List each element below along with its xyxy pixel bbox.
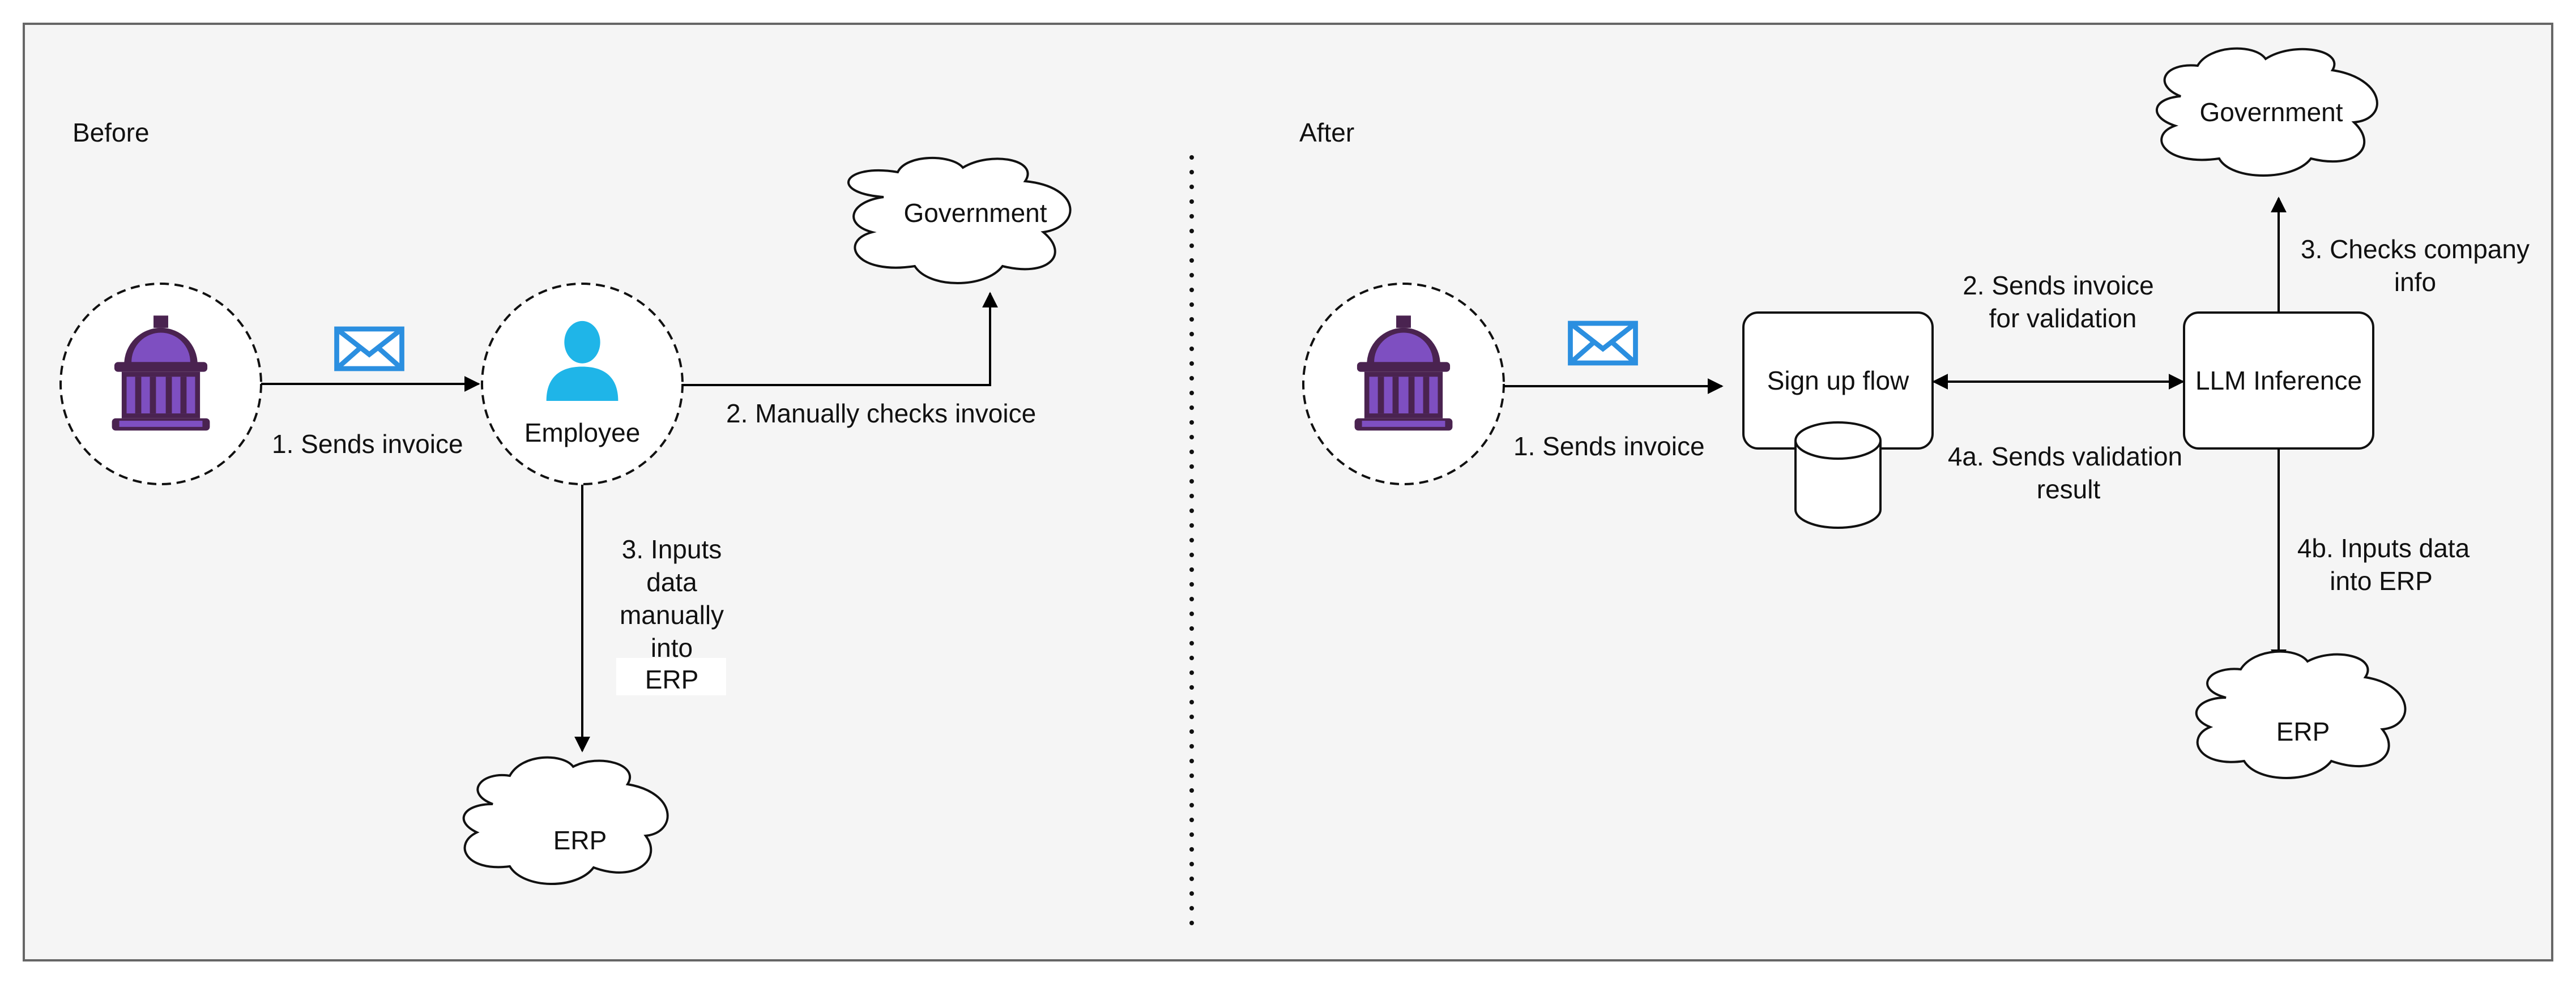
database-cylinder-top [1794, 421, 1882, 470]
before-section-title: Before [72, 118, 150, 147]
after-result-line-2: result [2037, 475, 2101, 504]
after-checks-line-1: 3. Checks company [2301, 234, 2530, 264]
after-erp-line-1: 4b. Inputs data [2297, 533, 2470, 563]
after-government-label: Government [2199, 97, 2343, 127]
before-inputs-line-1: 3. Inputs [622, 535, 722, 564]
after-sends-invoice-label: 1. Sends invoice [1513, 431, 1705, 461]
after-section-title: After [1299, 118, 1354, 147]
signup-flow-label: Sign up flow [1767, 366, 1909, 395]
before-employee-node: Employee [481, 283, 684, 485]
before-edge-manually-checks [683, 292, 998, 386]
after-company-node [1302, 283, 1505, 485]
after-government-cloud: Government [2156, 47, 2378, 177]
before-inputs-erp-label: 3. Inputs data manually into ERP [620, 535, 724, 694]
before-inputs-line-4: into [651, 633, 693, 663]
employee-label: Employee [524, 418, 641, 447]
before-inputs-line-2: data [646, 567, 697, 597]
before-sends-invoice-label: 1. Sends invoice [272, 429, 463, 459]
before-erp-cloud: ERP [462, 756, 669, 885]
after-result-line-1: 4a. Sends validation [1948, 442, 2182, 471]
before-government-label: Government [903, 198, 1047, 228]
before-inputs-line-5: ERP [645, 665, 699, 694]
after-validation-line-2: for validation [1989, 304, 2137, 333]
after-erp-line-2: into ERP [2330, 566, 2433, 596]
envelope-icon [337, 329, 402, 369]
after-checks-line-2: info [2394, 267, 2436, 297]
after-erp-label: ERP [2276, 717, 2330, 746]
before-erp-label: ERP [553, 826, 607, 855]
before-company-node [59, 283, 262, 485]
after-erp-cloud: ERP [2195, 650, 2407, 779]
after-validation-line-1: 2. Sends invoice [1963, 271, 2154, 300]
before-government-cloud: Government [847, 156, 1072, 284]
llm-inference-label: LLM Inference [2195, 366, 2362, 395]
before-inputs-label-bg [616, 658, 726, 695]
before-inputs-line-3: manually [620, 600, 724, 630]
llm-inference-node: LLM Inference [2183, 311, 2374, 450]
diagram-panel [23, 23, 2553, 961]
before-manually-checks-label: 2. Manually checks invoice [726, 399, 1036, 428]
envelope-icon [1571, 323, 1636, 363]
